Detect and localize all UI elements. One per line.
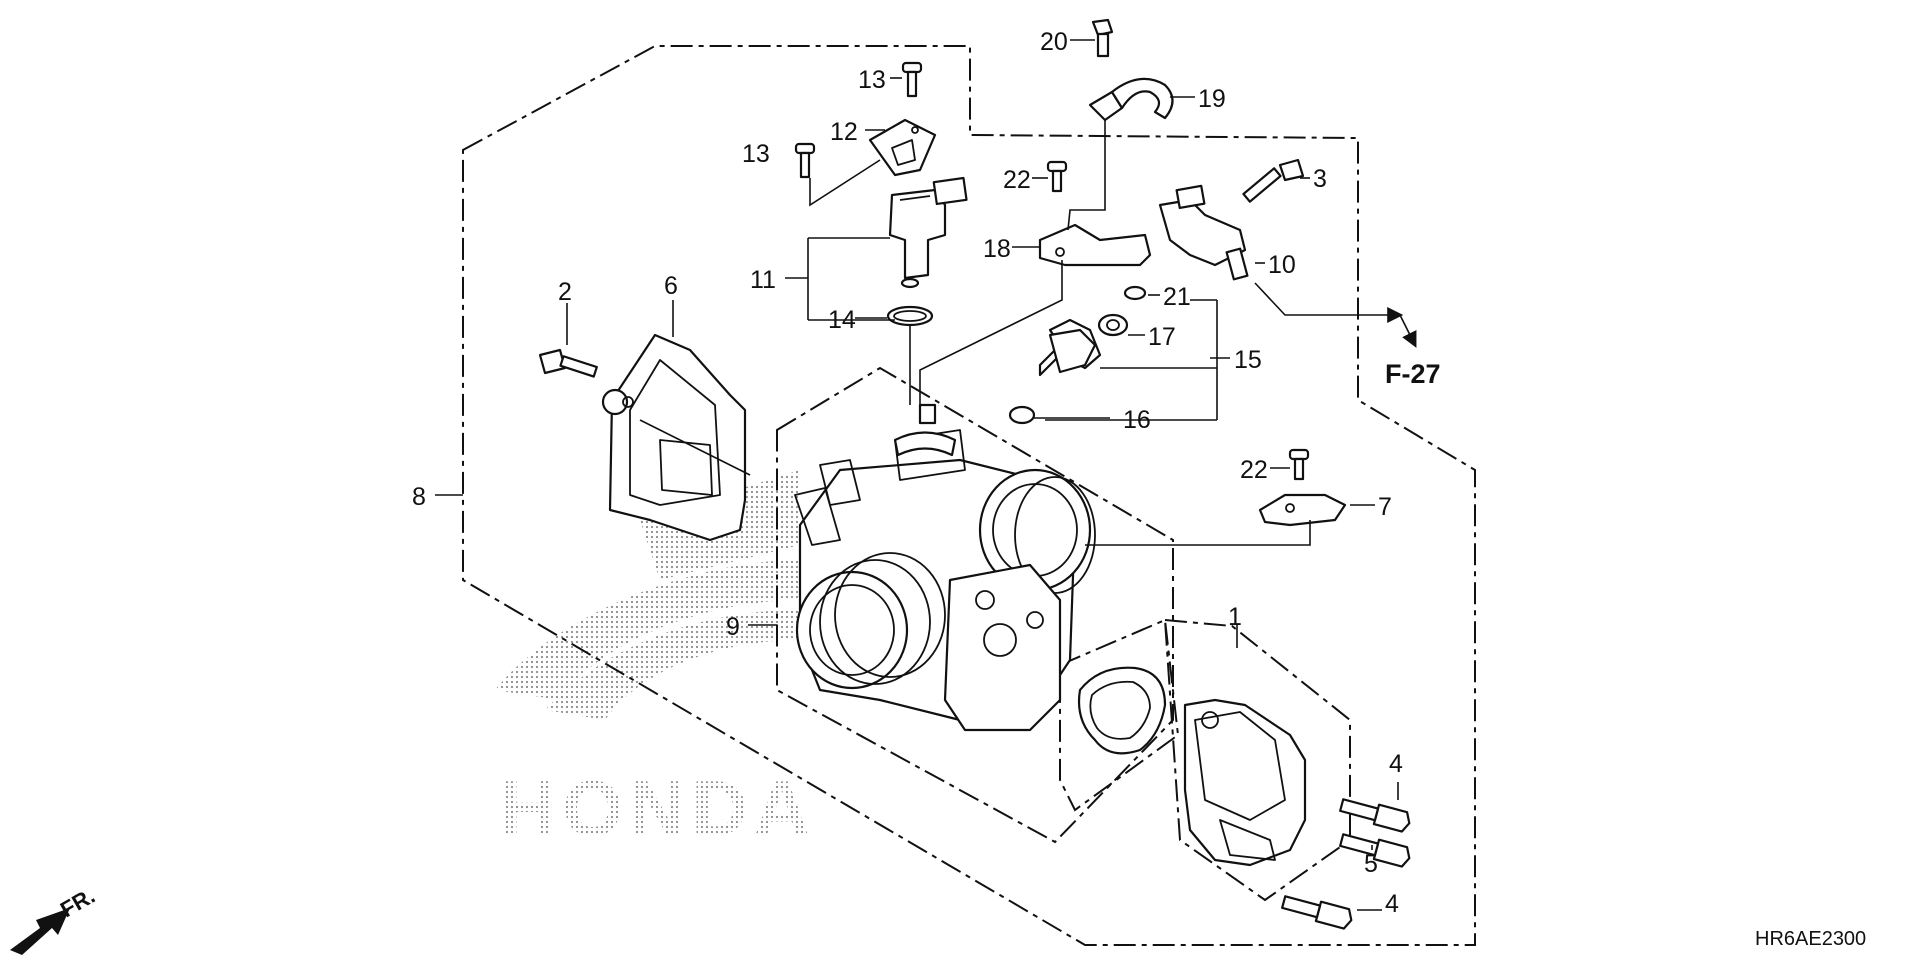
front-direction-arrow: FR.: [10, 883, 99, 955]
reference-label: F-27: [1385, 359, 1441, 389]
bolt-22-lower: [1288, 448, 1310, 481]
callout-6: 6: [664, 272, 678, 300]
cover: [601, 333, 747, 542]
callout-1: 1: [1228, 603, 1242, 631]
screw-4-upper: [1339, 798, 1411, 833]
throttle-body-outline: [776, 366, 1174, 844]
callout-5: 5: [1364, 850, 1378, 878]
screw-4-lower: [1281, 895, 1353, 930]
screw-13-upper: [901, 61, 923, 98]
gasket-outline: [1059, 618, 1180, 812]
callout-2: 2: [558, 278, 572, 306]
front-arrow-icon: [10, 908, 70, 955]
callout-9: 9: [726, 613, 740, 641]
holder-plate-12: [868, 118, 937, 177]
leader-lines: [435, 39, 1417, 911]
bolt-3: [1242, 158, 1305, 203]
callout-13-lower: 13: [742, 140, 770, 168]
seal-17: [1097, 313, 1129, 337]
sensor-11: [888, 176, 968, 289]
sensor-outline: [1163, 618, 1351, 902]
injector-15: [1008, 318, 1102, 425]
gasket: [1077, 666, 1167, 755]
sensor-10: [1158, 184, 1249, 281]
bracket-18: [1038, 223, 1152, 267]
assembly-outline: [462, 45, 1476, 946]
watermark-text: HONDA: [500, 764, 816, 852]
honda-watermark: HONDA: [495, 470, 816, 852]
callout-16: 16: [1123, 406, 1151, 434]
throttle-body: [794, 403, 1096, 732]
callout-22-upper: 22: [1003, 166, 1031, 194]
callout-20: 20: [1040, 28, 1068, 56]
bolt-20: [1091, 18, 1114, 58]
callout-17: 17: [1148, 323, 1176, 351]
callout-11: 11: [750, 266, 776, 294]
callout-3: 3: [1313, 165, 1327, 193]
o-ring-21: [1123, 285, 1147, 301]
callout-19: 19: [1198, 85, 1226, 113]
callout-14: 14: [828, 306, 856, 334]
callout-15: 15: [1234, 346, 1262, 374]
callout-12: 12: [830, 118, 858, 146]
callout-7: 7: [1378, 493, 1392, 521]
callout-4-upper: 4: [1389, 750, 1403, 778]
plate-7: [1258, 493, 1347, 527]
screw-5: [1339, 833, 1411, 868]
diagram-code: HR6AE2300: [1755, 928, 1866, 950]
callout-8: 8: [412, 483, 426, 511]
screw-13-lower: [794, 142, 816, 179]
callout-4-lower: 4: [1385, 890, 1399, 918]
callout-13-upper: 13: [858, 66, 886, 94]
clamp-19: [1088, 77, 1174, 122]
throttle-sensor: [1183, 698, 1307, 867]
callout-21: 21: [1163, 283, 1191, 311]
callouts: 1 2 3 4 4 5 6 7 8 9 10 11 12 13 13 14 15…: [412, 28, 1403, 918]
o-ring-14: [886, 305, 934, 327]
bolt-2: [538, 348, 598, 378]
callout-18: 18: [983, 235, 1011, 263]
callout-10: 10: [1268, 251, 1296, 279]
callout-22-lower: 22: [1240, 456, 1268, 484]
bolt-22-upper: [1046, 160, 1068, 193]
